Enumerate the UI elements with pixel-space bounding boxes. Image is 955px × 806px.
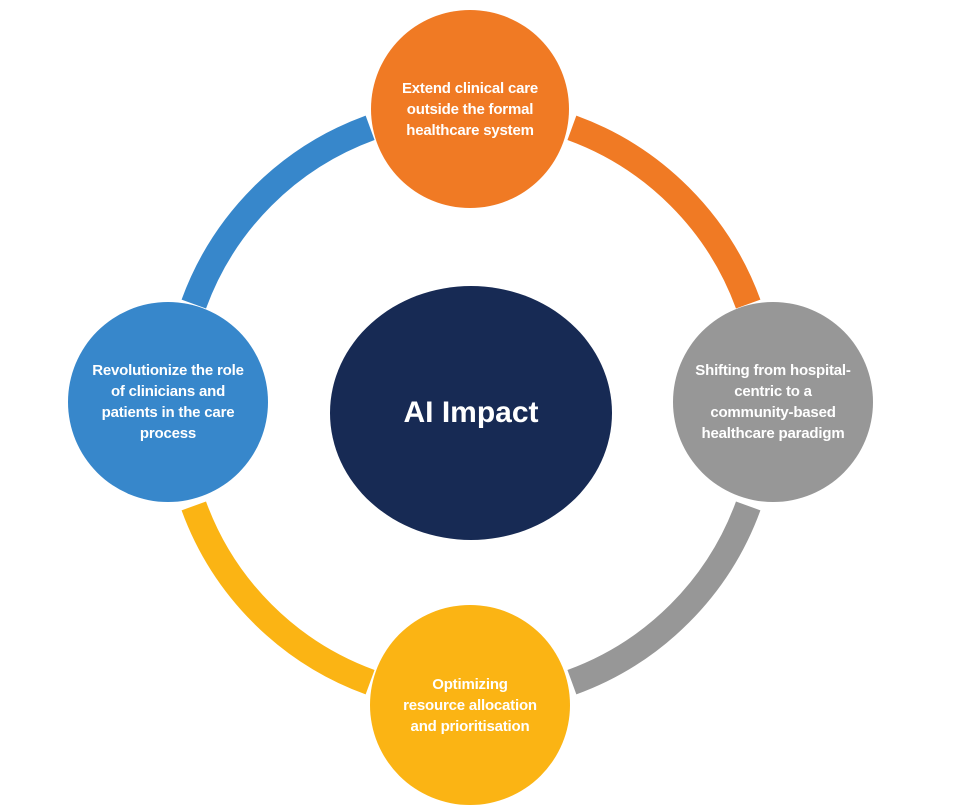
node-community-based-paradigm: Shifting from hospital-centric to a comm…	[673, 302, 873, 502]
node-revolutionize-roles: Revolutionize the role of clinicians and…	[68, 302, 268, 502]
node-right-label: Shifting from hospital-centric to a comm…	[695, 362, 851, 442]
ring-segment-top-right	[567, 115, 761, 309]
center-label: AI Impact	[403, 396, 539, 429]
center-ai-impact: AI Impact	[330, 286, 612, 540]
ring-segment-bottom-left	[181, 501, 375, 695]
node-left-label: Revolutionize the role of clinicians and…	[92, 362, 244, 442]
ring-segment-right-bottom	[567, 501, 761, 695]
node-top-label: Extend clinical care outside the formal …	[401, 79, 539, 139]
ring-segment-left-top	[181, 115, 375, 309]
node-optimizing-resources: Optimizing resource allocation and prior…	[370, 605, 570, 805]
node-extend-clinical-care: Extend clinical care outside the formal …	[371, 10, 569, 208]
node-bottom-label: Optimizing resource allocation and prior…	[403, 675, 537, 735]
